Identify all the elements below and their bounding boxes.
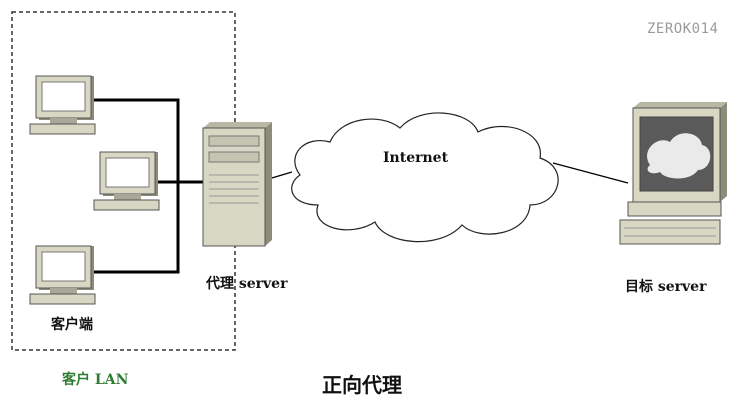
client-computer-1-icon: [29, 75, 96, 135]
cable-client-3: [92, 182, 180, 274]
proxy-server-label: 代理 server: [206, 276, 288, 292]
client-computer-3-icon: [29, 245, 96, 305]
network-cables: [92, 98, 205, 274]
proxy-server-tower-icon: [202, 122, 272, 247]
internet-label: Internet: [383, 150, 449, 166]
internet-cloud-icon: [291, 112, 559, 243]
link-internet-target: [552, 162, 629, 184]
target-server-icon: [619, 102, 727, 245]
client-lan-label: 客户 LAN: [62, 372, 129, 388]
client-computer-2-icon: [93, 151, 160, 211]
clients-label: 客户端: [51, 317, 93, 333]
target-server-label: 目标 server: [625, 279, 707, 295]
diagram-title: 正向代理: [322, 373, 402, 397]
watermark-text: ZEROK014: [647, 21, 719, 37]
